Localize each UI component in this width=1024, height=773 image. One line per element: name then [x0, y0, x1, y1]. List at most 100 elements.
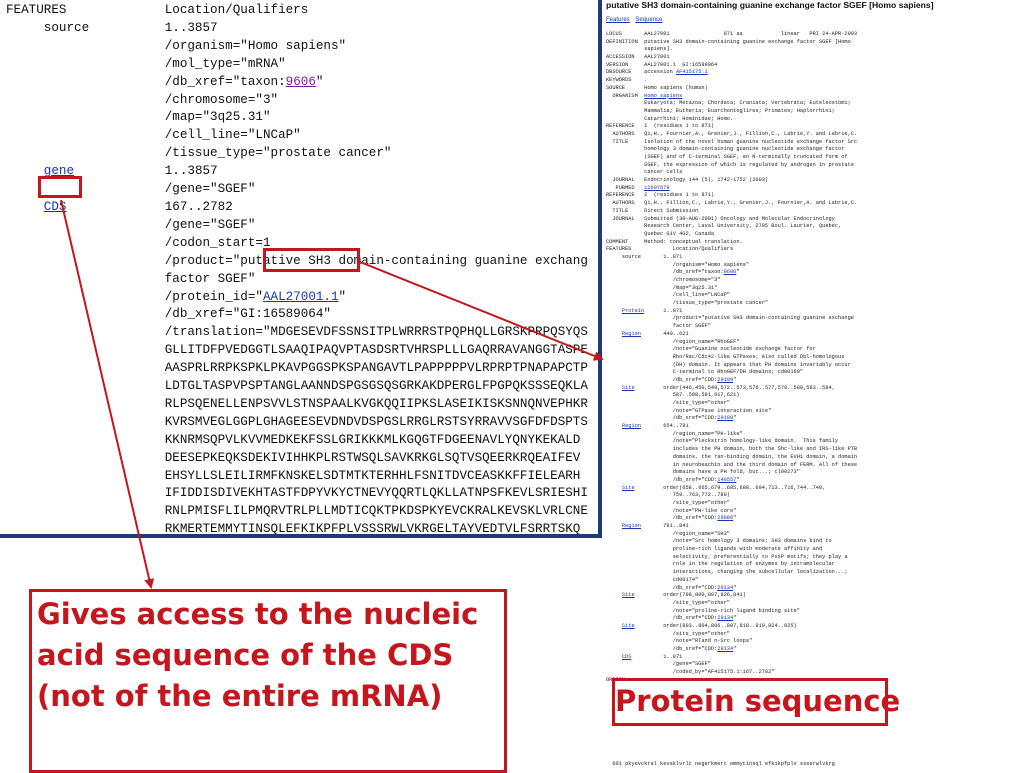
xref-link[interactable]: 9606 [285, 74, 316, 89]
xref-link[interactable]: 12697679 [644, 184, 670, 191]
xref-link[interactable]: 29109 [717, 376, 734, 383]
record-line: C-terminal to RhoGEF/DH domains; cd00160… [606, 369, 804, 376]
record-line: Site order(798,800,807,826,841) [621, 592, 746, 599]
record-line: Research Center, Laval University, 2705 … [606, 223, 842, 230]
xref-link[interactable]: 29134 [717, 646, 734, 652]
feature-line: /db_xref="GI:16589064" [6, 307, 331, 322]
record-line: /db_xref="CDD:29134" [606, 584, 737, 591]
record-line: selectivity, preferentially to PxxP moti… [606, 553, 848, 560]
record-line: ACCESSION AAL27001 [606, 54, 670, 61]
feature-key-link[interactable]: CDS [43, 199, 67, 214]
feature-line: LDTGLTASPVPSPTANGLAANNDSPGSGSQSGRKAKDPER… [6, 379, 588, 394]
record-line: Site order(803..804,806..807,818..819,82… [621, 622, 797, 629]
note-line: (not of the entire mRNA) [37, 679, 443, 713]
feature-line: /gene="SGEF" [6, 217, 256, 232]
record-line: cd00174" [606, 576, 699, 583]
feature-line: RLPSQENELLENPSVVLSTNSPAALKVGKQQIIPKSLASE… [6, 396, 588, 411]
sequence-link[interactable]: Sequence [635, 17, 663, 23]
note-line: acid sequence of the CDS [37, 638, 454, 672]
xref-link[interactable]: 29080 [717, 515, 734, 522]
record-line: Protein 1..871 [621, 307, 683, 314]
feature-line: /cell_line="LNCaP" [6, 128, 301, 143]
protein-record-title: putative SH3 domain-containing guanine e… [606, 0, 934, 10]
genbank-features-text: FEATURES Location/Qualifiers source 1..3… [0, 0, 598, 534]
feature-line: /protein_id="AAL27001.1" [6, 289, 347, 304]
feature-line: /tissue_type="prostate cancer" [6, 146, 392, 161]
feature-line: /db_xref="taxon:9606" [6, 74, 324, 89]
record-line: /coded_by="AF415175.1:167..2782" [606, 669, 775, 676]
record-line: /note="proline-rich ligand binding site" [606, 607, 800, 614]
xref-link[interactable]: 29134 [717, 615, 734, 622]
record-line: JOURNAL Submitted (30-AUG-2001) Oncology… [606, 215, 835, 222]
feature-key-link[interactable]: Region [621, 523, 641, 529]
feature-key-link[interactable]: Site [621, 622, 635, 629]
record-line: Rho/Rac/Cdc42-like GTPases; Also called … [606, 353, 845, 360]
feature-line: source 1..3857 [6, 20, 218, 35]
feature-key-link[interactable]: Site [621, 484, 635, 491]
record-line: Region 440..621 [621, 330, 689, 337]
feature-key-link[interactable]: gene [43, 164, 75, 179]
xref-link[interactable]: 140557 [717, 476, 737, 483]
record-line: includes the PH domain, both the Shc-lik… [606, 446, 858, 453]
sequence-line: 601 pkyevckral kevsklvrlc negerkmert emm… [612, 761, 835, 768]
record-line: source 1..871 [606, 253, 683, 260]
record-line: CDS 1..871 [621, 653, 683, 660]
record-line: /db_xref="CDD:29109" [606, 376, 737, 383]
record-line: domains have a PH fold, but...; cl00273" [606, 469, 800, 476]
feature-key-link[interactable]: Region [621, 423, 641, 430]
feature-line: /chromosome="3" [6, 92, 279, 107]
record-line: SGEF, the expression of which is regulat… [606, 161, 854, 168]
feature-line: GLLITDFPVEDGGTLSAAQIPAQVPTASDSRTVHRSPLLL… [6, 343, 588, 358]
record-line: Site order(658..665,679..685,688..694,71… [621, 484, 826, 491]
record-line: sapiens]. [606, 46, 673, 53]
record-line: Region 654..781 [621, 423, 689, 430]
xref-link[interactable]: 9606 [723, 269, 737, 276]
record-line: JOURNAL Endocrinology 144 (5), 1742-1752… [606, 177, 769, 184]
record-line: TITLE Direct Submission [606, 207, 699, 214]
feature-line: IFIDDISDIVEKHTASTFDPYVKYCTNEVYQQRTLQKLLA… [6, 486, 588, 501]
xref-link[interactable]: AF415175.1 [675, 69, 708, 76]
record-line: /site_type="other" [606, 599, 730, 606]
record-line: KEYWORDS . [606, 77, 648, 84]
record-line: /site_type="other" [606, 499, 730, 506]
record-line: /region_name="RhoGEF" [606, 338, 740, 345]
record-line: TITLE Isolation of the novel human guani… [606, 138, 858, 145]
xref-link[interactable]: AAL27001.1 [262, 289, 339, 304]
record-line: AUTHORS Qi,H., Fournier,A., Grenier,J., … [606, 130, 858, 137]
record-line: Region 791..841 [621, 523, 689, 529]
record-line: REFERENCE 2 (residues 1 to 871) [606, 192, 715, 199]
record-line: cancer cells [606, 169, 683, 176]
record-line: Site order(446,450,549,572..573,576..577… [621, 384, 835, 391]
record-line: interactions, changing the subcellular l… [606, 569, 848, 576]
features-link[interactable]: Features [606, 17, 630, 23]
genpept-record-text: LOCUS AAL27001 871 aa linear PRI 24-APR-… [606, 31, 873, 768]
record-line: /gene="SGEF" [606, 661, 711, 668]
feature-key-link[interactable]: CDS [621, 653, 632, 660]
feature-key-link[interactable]: Protein [621, 307, 645, 314]
record-line: ORGANISM Homo sapiens [606, 92, 683, 99]
record-line: /map="3q25.31" [606, 284, 718, 291]
record-line: /note="PH-like core" [606, 507, 737, 514]
xref-link[interactable]: Homo sapiens [644, 92, 683, 99]
record-line: AUTHORS Qi,H., Fillion,C., Labrie,Y., Gr… [606, 200, 858, 207]
record-line: FEATURES Location/Qualifiers [606, 246, 734, 253]
feature-line: AASPRLRRPKSPKLPKAVPGGSPKSPANGAVTLPAPPPPP… [6, 361, 588, 376]
record-line: /tissue_type="prostate cancer" [606, 300, 769, 307]
feature-line: CDS 167..2782 [43, 199, 233, 214]
record-nav: Features Sequence [606, 17, 666, 23]
xref-link[interactable]: 29134 [717, 584, 734, 591]
record-line: COMMENT Method: conceptual translation. [606, 238, 743, 245]
record-line: 587..588,591,617,621) [606, 392, 740, 399]
record-line: /organism="Homo sapiens" [606, 261, 750, 268]
feature-key-link[interactable]: Region [621, 330, 641, 337]
record-line: /db_xref="CDD:29080" [606, 515, 737, 522]
record-line: /note="RTand n-Src loops" [606, 638, 753, 645]
record-line: /note="Src homology 3 domains; SH3 domai… [606, 538, 832, 545]
record-line: homology 3 domain-containing guanine nuc… [606, 146, 845, 153]
record-line: /product="putative SH3 domain-containing… [606, 315, 854, 322]
feature-line: /mol_type="mRNA" [6, 56, 286, 71]
xref-link[interactable]: 29109 [717, 415, 734, 422]
record-line: /note="GTPase interaction site" [606, 407, 772, 414]
feature-key-link[interactable]: Site [621, 384, 635, 391]
feature-key-link[interactable]: Site [621, 592, 635, 599]
